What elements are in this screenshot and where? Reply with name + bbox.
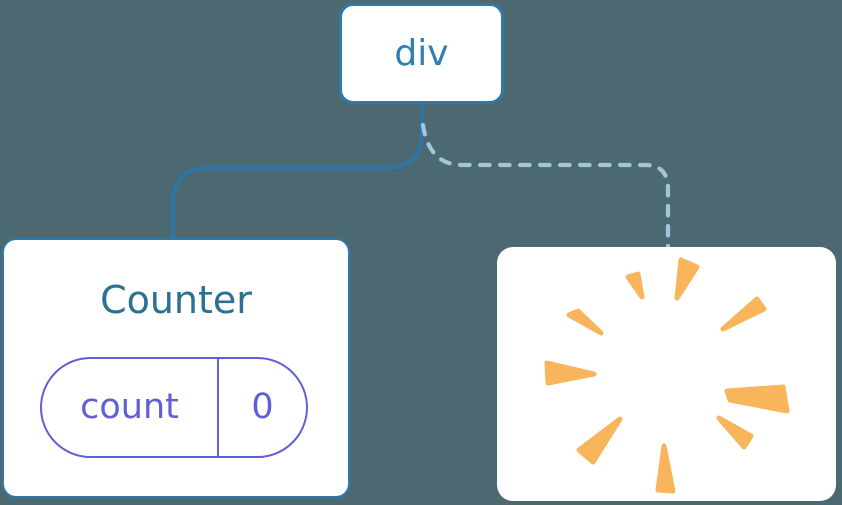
edge-div-to-counter: [171, 103, 424, 240]
counter-node-title: Counter: [100, 278, 252, 322]
poof-ray: [720, 296, 767, 332]
div-node-label: div: [394, 32, 449, 74]
poof-ray: [716, 415, 754, 450]
poof-ray: [625, 271, 645, 300]
poof-ray: [576, 416, 623, 465]
state-key-cell: count: [42, 359, 219, 456]
state-pill: count 0: [40, 357, 308, 458]
poof-explosion-icon: [544, 257, 790, 494]
poof-ray: [566, 308, 604, 336]
poof-ray: [544, 360, 597, 386]
state-value-cell: 0: [219, 359, 306, 456]
edge-div-to-removed: [420, 122, 671, 253]
tree-node-counter: Counter count 0: [2, 238, 350, 498]
state-value-label: 0: [251, 387, 274, 427]
tree-node-removed: [497, 247, 836, 501]
poof-ray: [724, 384, 790, 414]
state-key-label: count: [80, 387, 179, 427]
poof-ray: [655, 443, 676, 494]
tree-node-div: div: [339, 3, 504, 104]
poof-ray: [674, 257, 700, 301]
